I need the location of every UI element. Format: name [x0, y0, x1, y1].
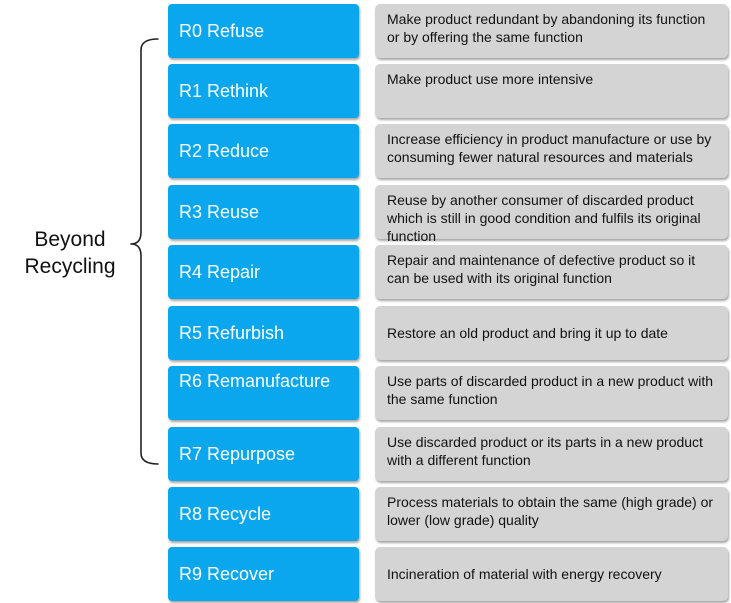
- label-r7-repurpose: R7 Repurpose: [168, 427, 359, 481]
- row-r7: R7 Repurpose Use discarded product or it…: [0, 427, 731, 483]
- row-r6: R6 Remanufacture Use parts of discarded …: [0, 366, 731, 422]
- description-r9: Incineration of material with energy rec…: [375, 547, 728, 601]
- beyond-recycling-label: Beyond Recycling: [14, 226, 126, 280]
- description-r1: Make product use more intensive: [375, 64, 728, 118]
- description-r0: Make product redundant by abandoning its…: [375, 4, 728, 58]
- label-r3-reuse: R3 Reuse: [168, 185, 359, 239]
- description-r6: Use parts of discarded product in a new …: [375, 366, 728, 420]
- label-r0-refuse: R0 Refuse: [168, 4, 359, 58]
- label-r9-recover: R9 Recover: [168, 547, 359, 601]
- row-r3: R3 Reuse Reuse by another consumer of di…: [0, 185, 731, 244]
- row-r5: R5 Refurbish Restore an old product and …: [0, 306, 731, 362]
- row-r9: R9 Recover Incineration of material with…: [0, 547, 731, 603]
- group-label-line-2: Recycling: [24, 255, 116, 278]
- label-r1-rethink: R1 Rethink: [168, 64, 359, 118]
- label-r5-refurbish: R5 Refurbish: [168, 306, 359, 360]
- label-r4-repair: R4 Repair: [168, 245, 359, 299]
- description-r5: Restore an old product and bring it up t…: [375, 306, 728, 360]
- curly-brace-bracket: [130, 38, 159, 465]
- description-r2: Increase efficiency in product manufactu…: [375, 124, 728, 178]
- description-r7: Use discarded product or its parts in a …: [375, 427, 728, 481]
- label-r2-reduce: R2 Reduce: [168, 124, 359, 178]
- label-r8-recycle: R8 Recycle: [168, 487, 359, 541]
- description-r4: Repair and maintenance of defective prod…: [375, 245, 728, 299]
- row-r2: R2 Reduce Increase efficiency in product…: [0, 124, 731, 180]
- label-r6-remanufacture: R6 Remanufacture: [168, 366, 359, 420]
- description-r3: Reuse by another consumer of discarded p…: [375, 185, 728, 244]
- row-r4: R4 Repair Repair and maintenance of defe…: [0, 245, 731, 301]
- description-r8: Process materials to obtain the same (hi…: [375, 487, 728, 541]
- group-label-line-1: Beyond: [34, 228, 106, 251]
- row-r8: R8 Recycle Process materials to obtain t…: [0, 487, 731, 543]
- row-r1: R1 Rethink Make product use more intensi…: [0, 64, 731, 120]
- row-r0: R0 Refuse Make product redundant by aban…: [0, 4, 731, 60]
